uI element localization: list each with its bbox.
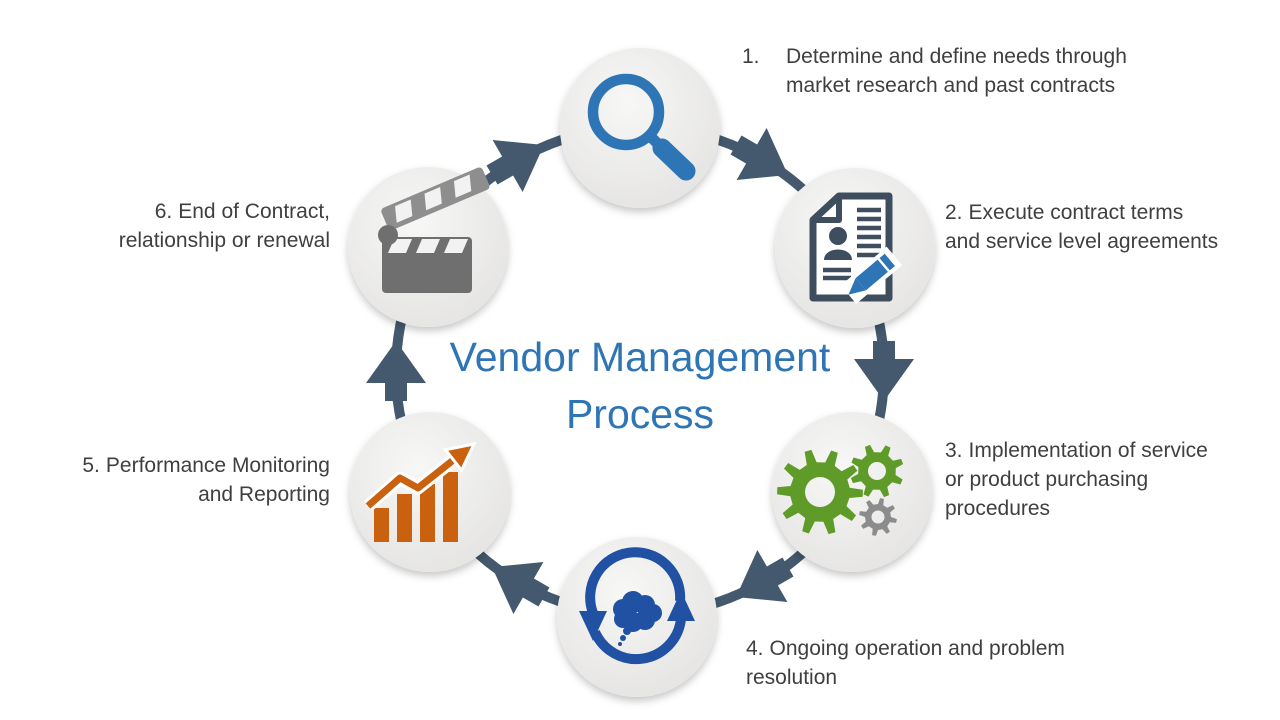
arrow-step6-to-step1-icon: [486, 140, 544, 192]
search-icon: [587, 73, 696, 181]
step-4-label: 4.Ongoing operation and problem resoluti…: [746, 634, 1065, 692]
cycle-arrows-icon: [579, 547, 695, 665]
step-1-circle: [560, 48, 720, 208]
step-4-text: Ongoing operation and problem resolution: [746, 637, 1065, 689]
step-1-number: 1.: [742, 45, 760, 68]
step-3-number: 3.: [945, 439, 963, 462]
step-1-label: 1. Determine and define needs through mar…: [742, 42, 1127, 100]
diagram-title: Vendor Management Process: [449, 334, 831, 437]
step-2-text: Execute contract terms and service level…: [945, 201, 1219, 253]
gear-small: [859, 498, 897, 536]
gear-medium: [850, 444, 904, 498]
step-6-label: 6.End of Contract, relationship or renew…: [30, 197, 330, 255]
bar-chart-icon: [363, 441, 477, 542]
step-3-label: 3.Implementation of service or product p…: [945, 436, 1208, 523]
arrow-step3-to-step4-icon: [736, 550, 794, 602]
step-2-number: 2.: [945, 201, 963, 224]
arrow-step1-to-step2-icon: [730, 128, 788, 180]
step-6-text: End of Contract, relationship or renewal: [118, 200, 330, 252]
step-5-number: 5.: [82, 454, 100, 477]
step-2-label: 2.Execute contract terms and service lev…: [945, 198, 1218, 256]
gear-large: [777, 449, 863, 535]
step-3-text: Implementation of service or product pur…: [945, 439, 1208, 520]
step-1-text: Determine and define needs through marke…: [786, 45, 1127, 97]
clapperboard-icon: [378, 167, 490, 293]
step-5-text: Performance Monitoring and Reporting: [105, 454, 330, 506]
step-4-number: 4.: [746, 637, 764, 660]
thought-cloud-icon: [613, 591, 662, 646]
arrow-step2-to-step3-icon: [854, 341, 914, 401]
contract-document-icon: [809, 192, 903, 304]
arrow-step5-to-step6-icon: [366, 341, 426, 401]
pencil-icon: [840, 246, 903, 304]
step-5-label: 5.Performance Monitoring and Reporting: [30, 451, 330, 509]
gears-icon: [777, 444, 904, 536]
arrow-step4-to-step5-icon: [492, 562, 550, 614]
step-6-number: 6.: [154, 200, 173, 223]
